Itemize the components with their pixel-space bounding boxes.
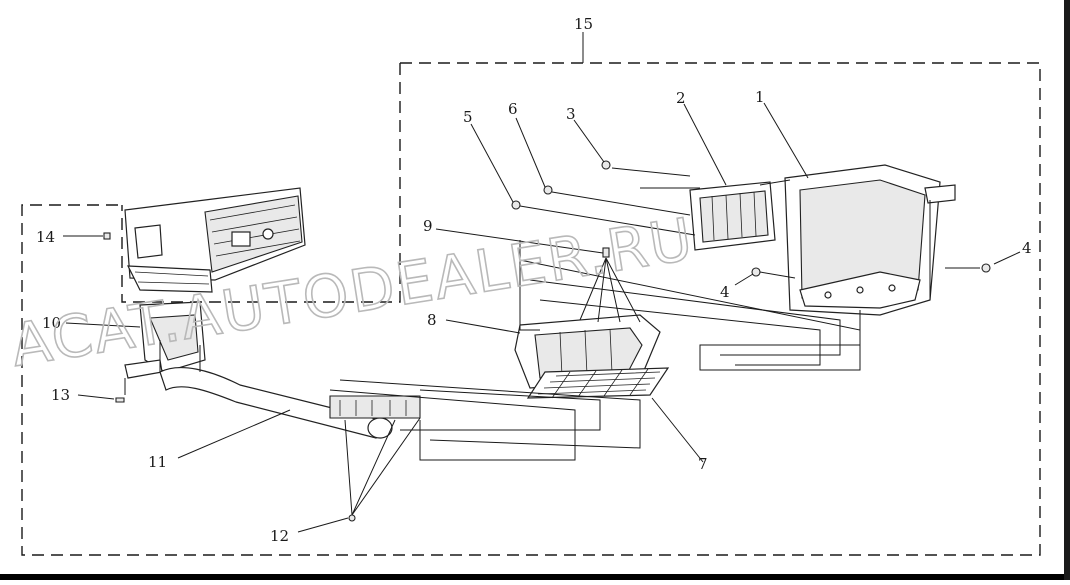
bolt-part-4-right	[981, 263, 991, 273]
callout-11: 11	[148, 453, 167, 471]
bottom-bar	[0, 574, 1070, 580]
assembly-boundary	[21, 62, 1041, 556]
bolt-part-5	[511, 200, 521, 210]
callout-15: 15	[574, 15, 593, 33]
step-bracket-part-8	[514, 314, 661, 389]
callout-9: 9	[423, 217, 433, 235]
callout-labels: 15 1 2 3 6 5 4 4 9 8 10 14 13 11 12 7	[36, 15, 1032, 545]
callout-8: 8	[427, 311, 437, 329]
bolt-part-6	[543, 185, 553, 195]
panel-part-2	[689, 181, 776, 251]
callout-13: 13	[51, 386, 70, 404]
step-tread-part-7	[526, 367, 670, 399]
right-edge	[1064, 0, 1070, 580]
bolt-part-4-left	[751, 267, 761, 277]
frame-bracket-part-14	[124, 187, 306, 293]
callout-10: 10	[42, 314, 61, 332]
callout-7: 7	[698, 455, 708, 473]
callout-1: 1	[755, 88, 765, 106]
fender-housing-part-1	[784, 164, 956, 316]
callout-3: 3	[566, 105, 576, 123]
callout-12: 12	[270, 527, 289, 545]
assembly-routes	[159, 167, 980, 516]
callout-6: 6	[508, 100, 518, 118]
bolt-part-14	[103, 232, 111, 240]
callout-2: 2	[676, 89, 686, 107]
fastener-set	[103, 160, 991, 522]
bolt-part-3	[601, 160, 611, 170]
bolt-part-12	[348, 514, 356, 522]
callout-14: 14	[36, 228, 55, 246]
leader-lines	[63, 32, 1021, 533]
callout-5: 5	[463, 108, 473, 126]
bolt-part-13	[115, 397, 125, 403]
callout-4-left: 4	[720, 283, 730, 301]
callout-4-right: 4	[1022, 239, 1032, 257]
bracket-part-10	[124, 301, 206, 395]
support-tube-part-11	[159, 366, 421, 439]
